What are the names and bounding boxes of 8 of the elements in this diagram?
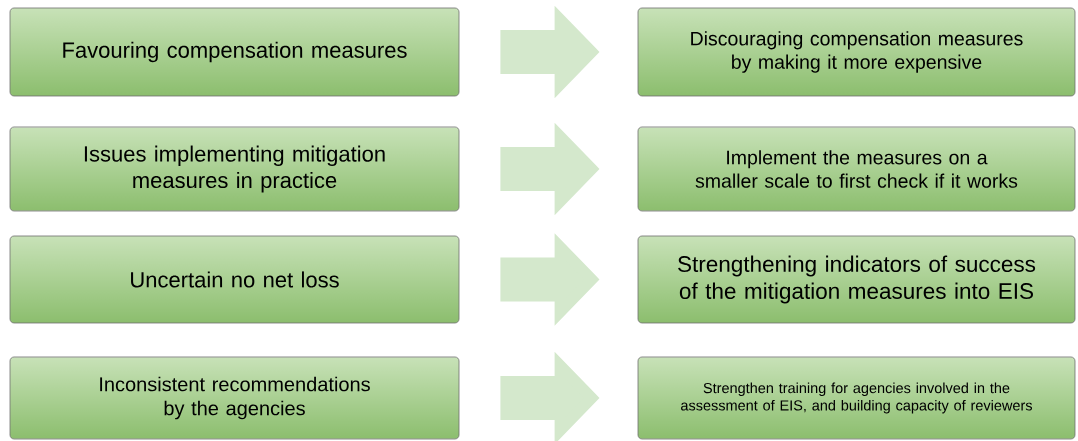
process-box: Implement the measures on a smaller scale to first check if it works [637,126,1076,212]
process-box: Discouraging compensation measures by making it more expensive [637,7,1076,97]
process-box: Strengthen training for agencies involved in the assessment of EIS, and building capacity of reviewers [637,356,1076,440]
process-box: Inconsistent recommendations by the agencies [9,356,460,440]
process-box: Strengthening indicators of success of the mitigation measures into EIS [637,235,1076,324]
process-box: Favouring compensation measures [9,7,460,97]
process-box: Uncertain no net loss [9,235,460,324]
process-box: Issues implementing mitigation measures in practice [9,126,460,212]
